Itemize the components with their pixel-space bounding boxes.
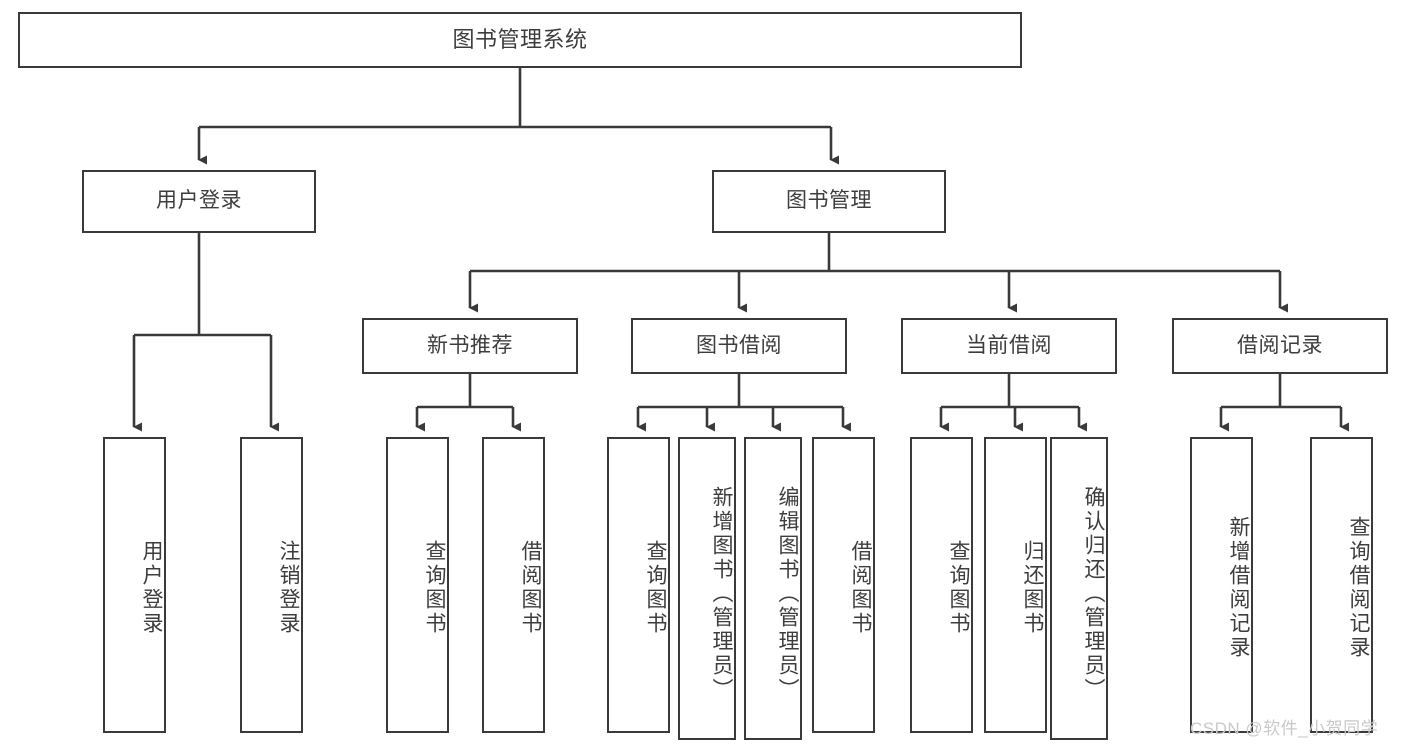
leaf-return-book[interactable]: 归还图书 bbox=[984, 437, 1047, 733]
node-user-login[interactable]: 用户登录 bbox=[82, 170, 316, 233]
leaf-query-borrow-record[interactable]: 查询借阅记录 bbox=[1310, 437, 1373, 733]
leaf-borrow-book-bb[interactable]: 借阅图书 bbox=[812, 437, 875, 733]
leaf-query-book-nbr[interactable]: 查询图书 bbox=[386, 437, 449, 733]
leaf-add-borrow-record[interactable]: 新增借阅记录 bbox=[1190, 437, 1253, 733]
node-borrow-record[interactable]: 借阅记录 bbox=[1172, 318, 1388, 374]
leaf-query-book-bb[interactable]: 查询图书 bbox=[607, 437, 670, 733]
leaf-edit-book-admin[interactable]: 编辑图书（管理员） bbox=[744, 437, 802, 740]
leaf-user-login[interactable]: 用户登录 bbox=[103, 437, 166, 733]
node-book-borrow[interactable]: 图书借阅 bbox=[631, 318, 847, 374]
node-root[interactable]: 图书管理系统 bbox=[18, 12, 1022, 68]
leaf-query-book-cb[interactable]: 查询图书 bbox=[910, 437, 973, 733]
node-current-borrow[interactable]: 当前借阅 bbox=[901, 318, 1117, 374]
leaf-logout[interactable]: 注销登录 bbox=[240, 437, 303, 733]
leaf-borrow-book-nbr[interactable]: 借阅图书 bbox=[482, 437, 545, 733]
node-new-book-recommend[interactable]: 新书推荐 bbox=[362, 318, 578, 374]
leaf-confirm-return-admin[interactable]: 确认归还（管理员） bbox=[1050, 437, 1108, 740]
node-book-management[interactable]: 图书管理 bbox=[712, 170, 946, 233]
csdn-watermark: CSDN @软件_小贺同学 bbox=[1190, 719, 1379, 738]
leaf-add-book-admin[interactable]: 新增图书（管理员） bbox=[678, 437, 736, 740]
